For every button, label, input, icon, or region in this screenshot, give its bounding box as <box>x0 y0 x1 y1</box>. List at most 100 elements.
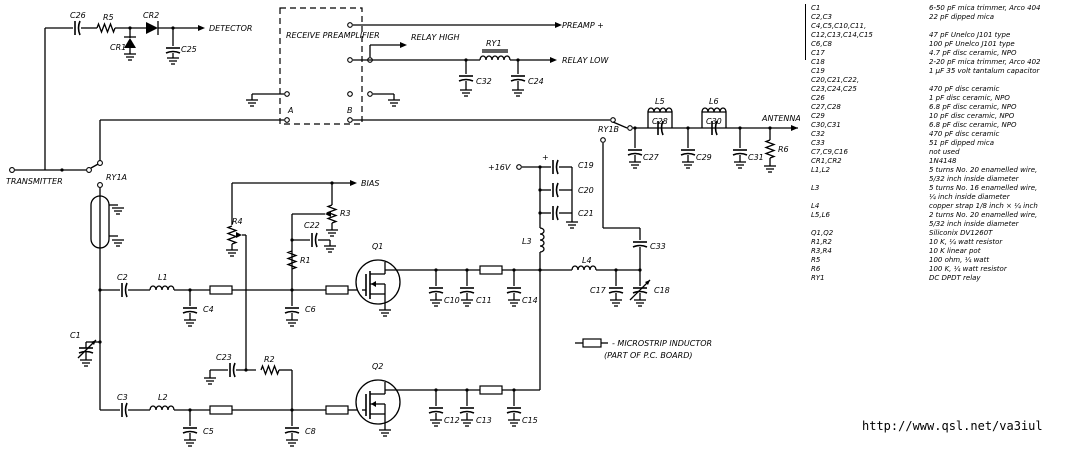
detector-section: C26 R5 CR2 CR1 C25 DETECTOR <box>44 11 252 170</box>
parts-list-row: C20,C21,C22, <box>805 76 1067 85</box>
part-desc: DC DPDT relay <box>929 274 981 282</box>
label-plus-mark: + <box>542 153 549 162</box>
label-c3: C3 <box>117 393 128 402</box>
part-desc: 100 ohm, ¼ watt <box>929 256 990 264</box>
label-pcboard: (PART OF P.C. BOARD) <box>604 351 692 360</box>
part-ref: C26 <box>811 94 825 102</box>
label-l5: L5 <box>655 97 665 106</box>
label-r4: R4 <box>232 217 243 226</box>
part-desc: 4.7 pF disc ceramic, NPO <box>929 49 1017 57</box>
part-desc: 10 pF disc ceramic, NPO <box>929 112 1015 120</box>
label-l2: L2 <box>158 393 168 402</box>
part-desc: 5 turns No. 20 enamelled wire, <box>929 166 1038 174</box>
part-ref: L1,L2 <box>811 166 830 174</box>
label-l4: L4 <box>582 256 592 265</box>
label-c17: C17 <box>590 286 607 295</box>
part-ref: R1,R2 <box>811 238 832 246</box>
label-r1: R1 <box>300 256 311 265</box>
part-desc: 5 turns No. 16 enamelled wire, <box>929 184 1038 192</box>
part-ref: C12,C13,C14,C15 <box>811 31 873 39</box>
label-c19: C19 <box>578 161 594 170</box>
label-c33: C33 <box>650 242 666 251</box>
parts-list-row: L4 copper strap 1/8 inch × ¼ inch <box>805 202 1067 211</box>
part-desc: 5/32 inch inside diameter <box>929 220 1019 228</box>
part-desc: 10 K, ¼ watt resistor <box>929 238 1003 246</box>
label-c1: C1 <box>70 331 81 340</box>
part-desc: 1N4148 <box>929 157 957 165</box>
label-c14: C14 <box>522 296 538 305</box>
label-preamp: PREAMP + <box>562 21 604 30</box>
label-c29: C29 <box>696 153 712 162</box>
label-c27: C27 <box>643 153 660 162</box>
label-antenna: ANTENNA <box>761 114 800 123</box>
part-desc: 1 µF 35 volt tantalum capacitor <box>929 67 1040 75</box>
label-microstrip: - MICROSTRIP INDUCTOR <box>612 339 712 348</box>
part-desc: 100 K, ¼ watt resistor <box>929 265 1007 273</box>
part-ref: C2,C3 <box>811 13 832 21</box>
label-q2: Q2 <box>372 362 383 371</box>
part-ref: C7,C9,C16 <box>811 148 848 156</box>
part-ref: R3,R4 <box>811 247 832 255</box>
label-ry1: RY1 <box>486 39 502 48</box>
label-r5: R5 <box>103 13 114 22</box>
part-desc: copper strap 1/8 inch × ¼ inch <box>929 202 1038 210</box>
label-c26: C26 <box>70 11 86 20</box>
label-c20: C20 <box>578 186 594 195</box>
source-url: http://www.qsl.net/va3iul <box>862 419 1043 433</box>
part-desc: 100 pF Unelco J101 type <box>929 40 1015 48</box>
part-ref: L4 <box>811 202 820 210</box>
label-c4: C4 <box>203 305 214 314</box>
part-ref: C32 <box>811 130 825 138</box>
part-ref: RY1 <box>811 274 825 282</box>
label-plus16v: +16V <box>488 163 511 172</box>
label-c15: C15 <box>522 416 538 425</box>
antenna-section: RY1B C27 L5 C28 C29 L6 C30 C31 ANTENNA <box>99 97 800 270</box>
part-ref: L5,L6 <box>811 211 830 219</box>
bias-network: BIAS R4 R3 C22 R1 C23 <box>203 179 379 410</box>
label-c32: C32 <box>476 77 492 86</box>
parts-list-row: 5/32 inch inside diameter <box>805 220 1067 229</box>
label-q1: Q1 <box>372 242 383 251</box>
label-r3: R3 <box>340 209 351 218</box>
label-r2: R2 <box>264 355 275 364</box>
part-desc: 470 pF disc ceramic <box>929 130 1000 138</box>
parts-list-row: CR1,CR2 1N4148 <box>805 157 1067 166</box>
microstrip-legend: - MICROSTRIP INDUCTOR (PART OF P.C. BOAR… <box>575 338 712 360</box>
label-c8: C8 <box>305 427 316 436</box>
parts-list-row: C17 4.7 pF disc ceramic, NPO <box>805 49 1067 58</box>
label-l1: L1 <box>158 273 168 282</box>
part-ref: C1 <box>811 4 821 12</box>
label-c22: C22 <box>304 221 320 230</box>
label-c12: C12 <box>444 416 460 425</box>
parts-list-row: ¼ inch inside diameter <box>805 193 1067 202</box>
label-c6: C6 <box>305 305 316 314</box>
part-ref: C27,C28 <box>811 103 841 111</box>
label-c30: C30 <box>706 117 722 126</box>
label-terminal-b: B <box>347 106 353 115</box>
part-desc: 470 pF disc ceramic <box>929 85 1000 93</box>
label-ry1b: RY1B <box>598 125 619 134</box>
label-c13: C13 <box>476 416 492 425</box>
part-ref: CR1,CR2 <box>811 157 842 165</box>
label-receive-preamplifier: RECEIVE PREAMPLIFIER <box>286 31 380 40</box>
label-c10: C10 <box>444 296 460 305</box>
part-ref: C17 <box>811 49 825 57</box>
part-ref: Q1,Q2 <box>811 229 834 237</box>
part-desc: 51 pF dipped mica <box>929 139 994 147</box>
parts-list-row: C4,C5,C10,C11, <box>805 22 1067 31</box>
